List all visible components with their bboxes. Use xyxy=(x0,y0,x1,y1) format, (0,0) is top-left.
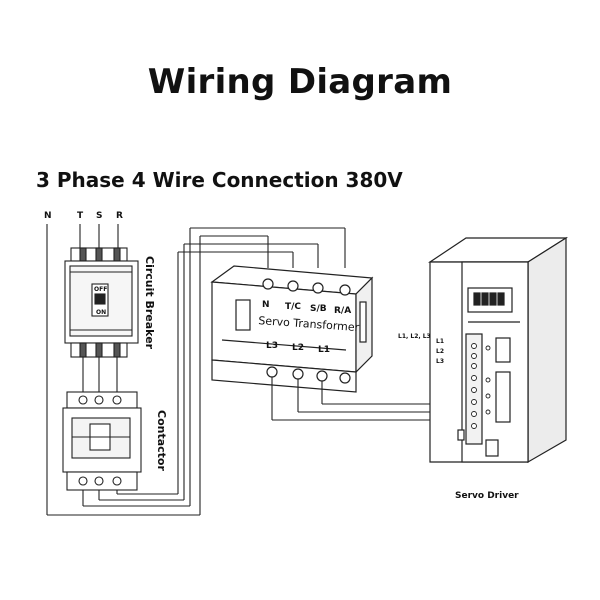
neutral-wire xyxy=(46,224,268,516)
phase-input-wires xyxy=(79,224,119,248)
breaker-switch-bottom-label: ON xyxy=(96,309,106,316)
driver-terminal-screws xyxy=(471,343,491,429)
transformer-input-sb: S/B xyxy=(310,304,327,314)
servo-transformer xyxy=(210,265,374,393)
servo-driver-label: Servo Driver xyxy=(455,491,519,501)
driver-terminal-l2: L2 xyxy=(436,348,444,355)
transformer-output-l1: L1 xyxy=(318,345,330,355)
driver-terminal-l1: L1 xyxy=(436,338,444,345)
servo-driver xyxy=(428,236,569,464)
breaker-switch-top-label: OFF xyxy=(94,286,107,293)
transformer-output-terminals xyxy=(266,366,351,384)
contactor-label: Contactor xyxy=(155,410,168,471)
transformer-input-tc: T/C xyxy=(285,302,301,312)
transformer-input-n: N xyxy=(262,300,270,310)
contactor-to-transformer-wires xyxy=(82,227,346,507)
page-title: Wiring Diagram xyxy=(147,62,453,102)
circuit-breaker xyxy=(64,247,139,358)
circuit-breaker-label: Circuit Breaker xyxy=(143,256,156,350)
phase-label-n: N xyxy=(44,211,52,221)
driver-terminal-l3: L3 xyxy=(436,358,444,365)
driver-input-group-label: L1, L2, L3 xyxy=(398,333,431,340)
breaker-to-contactor-wires xyxy=(82,357,118,392)
transformer-input-ra: R/A xyxy=(334,306,351,316)
phase-label-t: T xyxy=(77,211,84,221)
transformer-output-l3: L3 xyxy=(266,341,278,351)
phase-label-s: S xyxy=(96,211,102,221)
transformer-output-l2: L2 xyxy=(292,343,304,353)
transformer-input-terminals xyxy=(262,278,351,296)
phase-label-r: R xyxy=(116,211,123,221)
diagram-subtitle: 3 Phase 4 Wire Connection 380V xyxy=(36,168,403,192)
contactor xyxy=(62,391,142,491)
